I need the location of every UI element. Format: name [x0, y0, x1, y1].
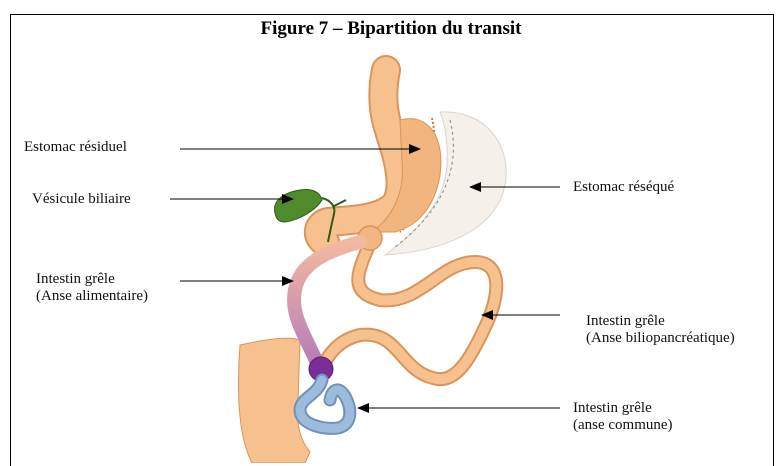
label-intestin-bilio-2: (Anse biliopancréatique) — [586, 330, 735, 347]
alimentary-limb — [294, 242, 360, 365]
biliopancreatic-limb-inner — [322, 238, 496, 379]
label-intestin-bilio-1: Intestin grêle — [586, 313, 665, 330]
label-intestin-alimentaire-1: Intestin grêle — [36, 271, 115, 288]
label-vesicule-biliaire: Vésicule biliaire — [32, 191, 131, 208]
label-intestin-alimentaire-2: (Anse alimentaire) — [36, 288, 148, 305]
label-intestin-commune-1: Intestin grêle — [573, 400, 652, 417]
label-estomac-residuel: Estomac résiduel — [24, 139, 127, 156]
label-intestin-commune-2: (anse commune) — [573, 417, 673, 434]
label-estomac-reseque: Estomac réséqué — [573, 179, 674, 196]
